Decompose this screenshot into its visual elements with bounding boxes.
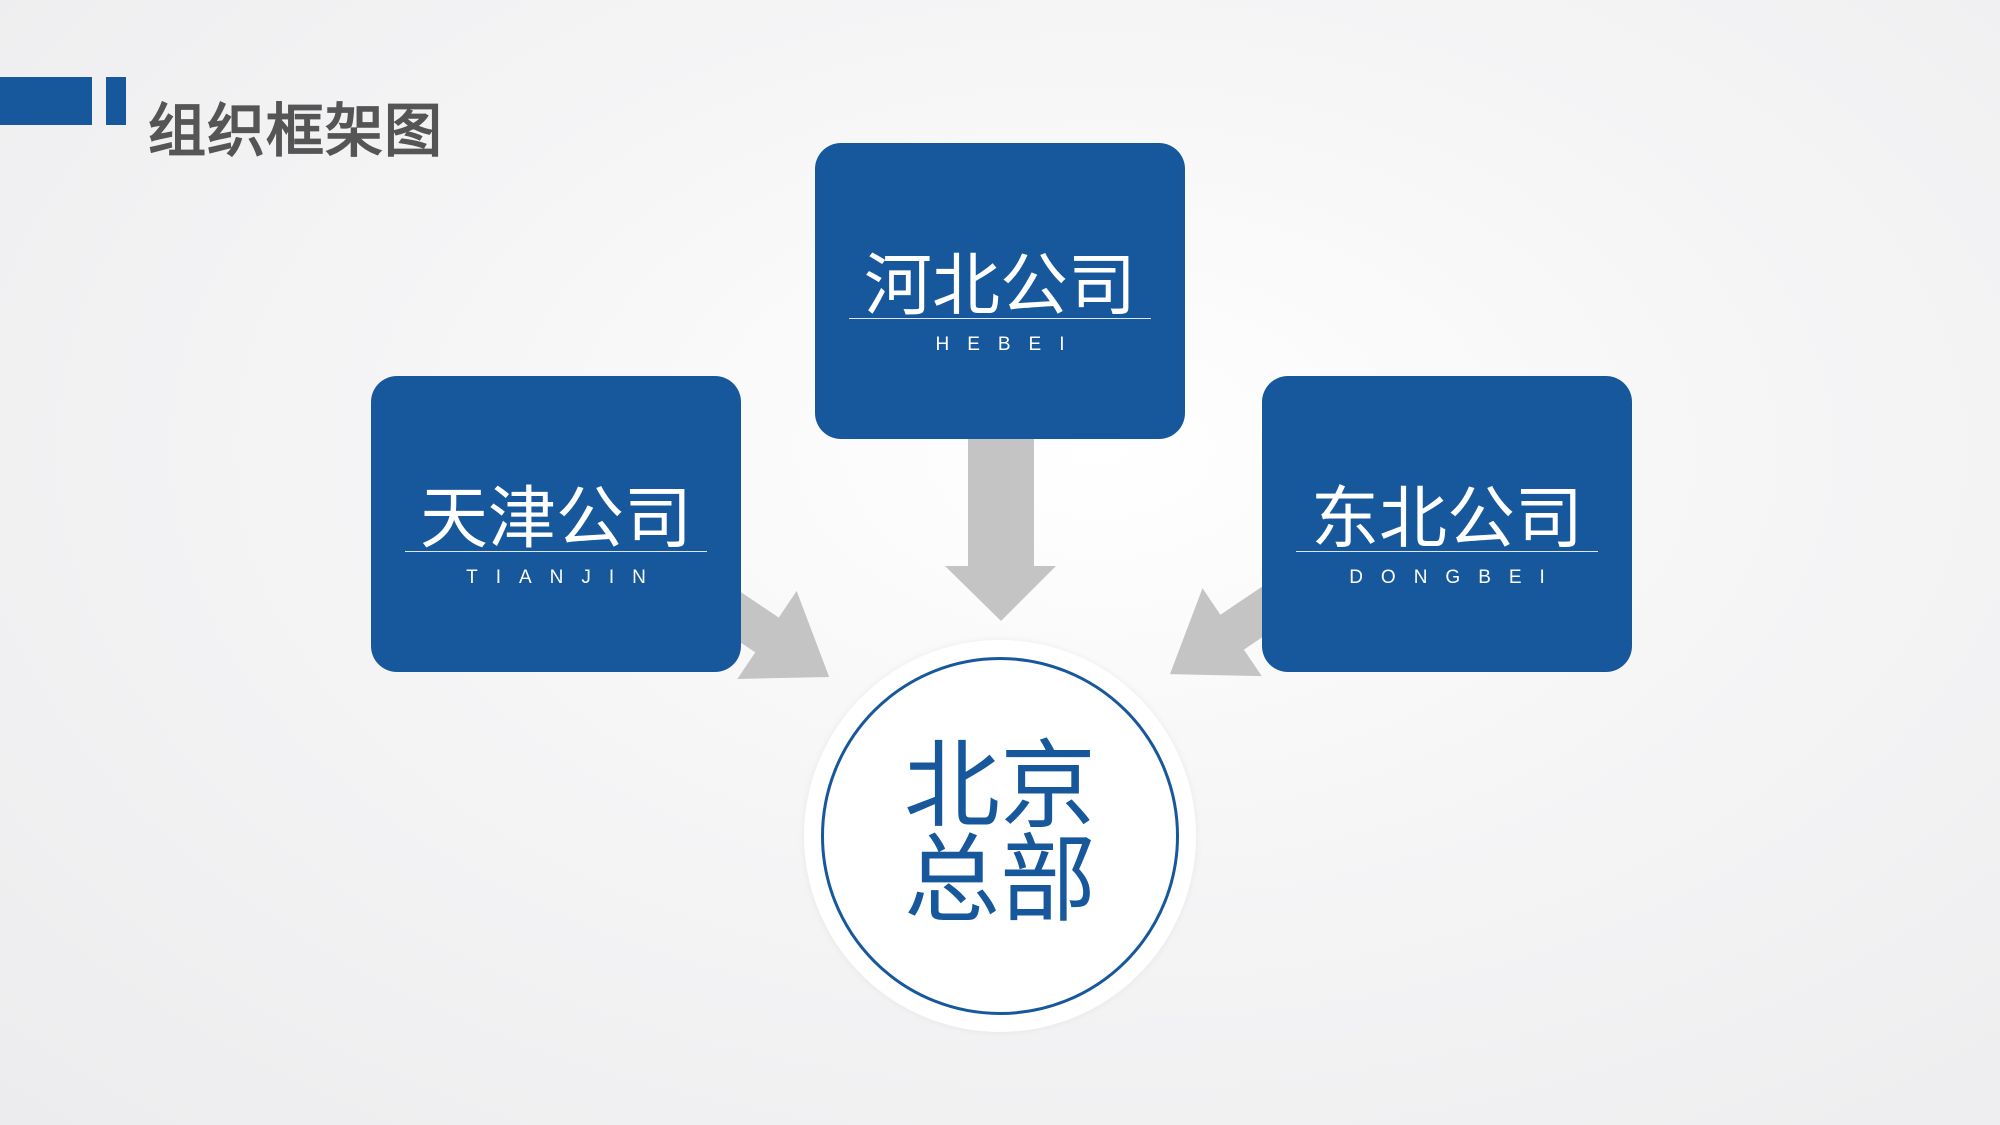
- hub-circle: 北京 总部: [804, 640, 1196, 1032]
- node-hebei-divider: [849, 318, 1151, 319]
- node-tianjin-subtitle: TIANJIN: [466, 567, 664, 588]
- page-title: 组织框架图: [148, 97, 444, 165]
- hub-title-line-2: 总部: [904, 824, 1096, 936]
- node-dongbei-title: 东北公司: [1310, 480, 1583, 559]
- title-accent-bar-small: [106, 77, 126, 125]
- node-hebei: 河北公司 HEBEI: [815, 143, 1185, 439]
- node-tianjin-divider: [405, 551, 707, 552]
- node-hebei-title: 河北公司: [863, 247, 1136, 326]
- title-accent-bar: [0, 77, 92, 125]
- node-tianjin-title: 天津公司: [419, 480, 692, 559]
- node-hebei-subtitle: HEBEI: [935, 334, 1083, 355]
- node-dongbei: 东北公司 DONGBEI: [1262, 376, 1632, 672]
- node-dongbei-subtitle: DONGBEI: [1349, 567, 1563, 588]
- node-dongbei-divider: [1296, 551, 1598, 552]
- hub-inner-ring: 北京 总部: [821, 657, 1179, 1015]
- node-tianjin: 天津公司 TIANJIN: [371, 376, 741, 672]
- arrow-hebei-to-hub: [945, 438, 1056, 621]
- hub-title-line-1: 北京: [904, 730, 1096, 842]
